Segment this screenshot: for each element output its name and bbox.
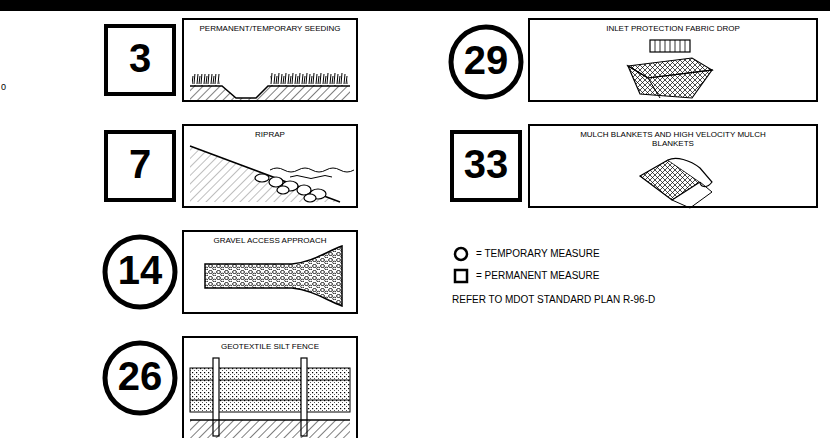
measure-box: GEOTEXTILE SILT FENCE: [182, 336, 358, 438]
measure-title: MULCH BLANKETS AND HIGH VELOCITY MULCH B…: [571, 130, 776, 148]
top-bar: [0, 0, 830, 11]
seeding-illustration: [190, 72, 350, 100]
measure-box: INLET PROTECTION FABRIC DROP: [528, 18, 818, 102]
callout-number: 29: [448, 24, 524, 80]
temporary-badge: 14: [102, 234, 178, 310]
permanent-badge: 3: [104, 24, 176, 96]
temporary-symbol: [455, 248, 467, 260]
permanent-badge: 7: [104, 130, 176, 202]
measure-box: MULCH BLANKETS AND HIGH VELOCITY MULCH B…: [528, 124, 818, 208]
legend-text: = PERMANENT MEASURE: [476, 270, 599, 282]
note-text: REFER TO MDOT STANDARD PLAN R-96-D: [452, 294, 655, 306]
permanent-badge: 33: [450, 130, 522, 202]
temporary-badge: 29: [448, 24, 524, 100]
measure-title: RIPRAP: [187, 130, 353, 139]
temporary-badge: 26: [102, 340, 178, 416]
mulch-blanket-illustration: [640, 158, 712, 208]
measure-title: PERMANENT/TEMPORARY SEEDING: [187, 24, 353, 33]
measure-box: GRAVEL ACCESS APPROACH: [182, 230, 358, 314]
callout-number: 3: [108, 28, 172, 78]
measure-title: GEOTEXTILE SILT FENCE: [187, 342, 353, 351]
measure-title: INLET PROTECTION FABRIC DROP: [571, 24, 776, 33]
measure-box: PERMANENT/TEMPORARY SEEDING: [182, 18, 358, 102]
measure-title: GRAVEL ACCESS APPROACH: [187, 236, 353, 245]
callout-number: 7: [108, 134, 172, 184]
riprap-illustration: [190, 146, 354, 202]
gravel-approach-illustration: [205, 246, 342, 306]
callout-number: 14: [102, 234, 178, 290]
permanent-symbol: [455, 270, 467, 282]
callout-number: 26: [102, 340, 178, 396]
silt-fence-illustration: [190, 358, 350, 438]
legend-text: = TEMPORARY MEASURE: [476, 248, 600, 260]
cut-off-text: 0: [1, 82, 6, 93]
measure-box: RIPRAP: [182, 124, 358, 208]
inlet-illustration: [628, 40, 712, 98]
callout-number: 33: [454, 134, 518, 184]
